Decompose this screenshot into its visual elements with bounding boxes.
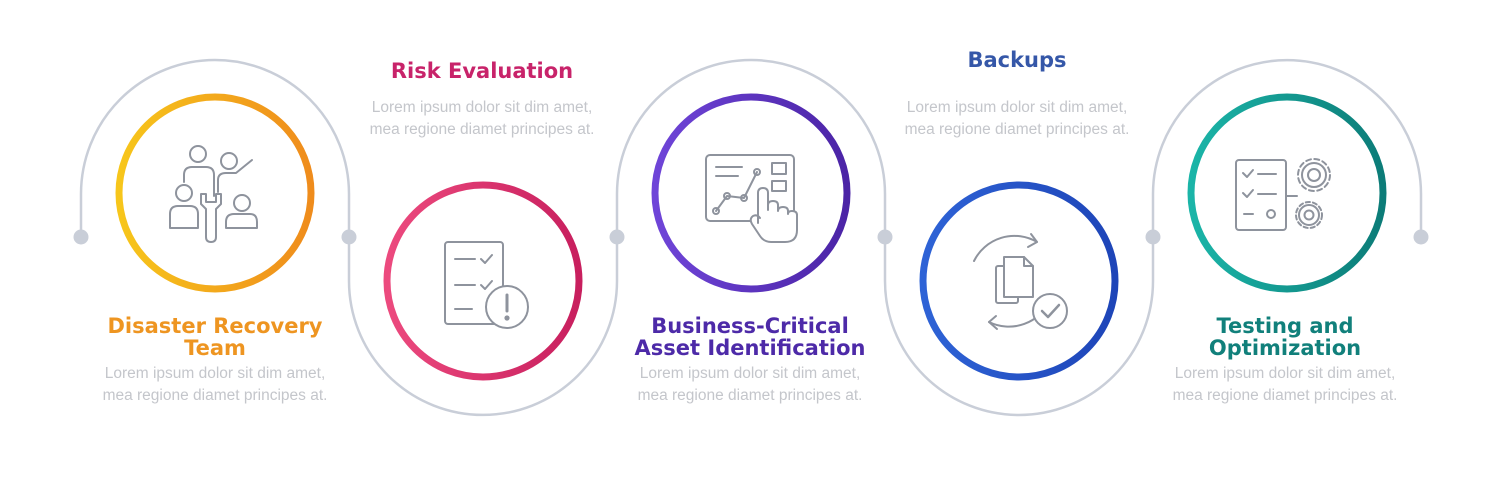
step-title-1: Disaster Recovery Team (107, 314, 323, 360)
step-title-4: Backups (967, 48, 1067, 72)
team-wrench-icon (169, 145, 258, 243)
checklist-gears-icon (1235, 158, 1331, 231)
step-desc-4: Lorem ipsum dolor sit dim amet, mea regi… (904, 99, 1130, 138)
step-desc-1: Lorem ipsum dolor sit dim amet, mea regi… (102, 365, 328, 404)
step-desc-2: Lorem ipsum dolor sit dim amet, mea regi… (369, 99, 595, 138)
step-ring-4 (919, 181, 1119, 381)
step-desc-5: Lorem ipsum dolor sit dim amet, mea regi… (1172, 365, 1398, 404)
track-dot (1145, 229, 1161, 245)
touch-dashboard-icon (705, 154, 798, 243)
track-dot (877, 229, 893, 245)
step-title-3: Business-Critical Asset Identification (634, 314, 866, 360)
step-ring-5 (1187, 93, 1387, 293)
backup-sync-icon (973, 233, 1068, 330)
track-dot (1413, 229, 1429, 245)
step-title-5: Testing and Optimization (1208, 314, 1362, 360)
step-desc-3: Lorem ipsum dolor sit dim amet, mea regi… (637, 365, 863, 404)
step-ring-2 (383, 181, 583, 381)
step-ring-3 (651, 93, 851, 293)
track-dot (73, 229, 89, 245)
step-ring-1 (115, 93, 315, 293)
track-dot (609, 229, 625, 245)
track-dot (341, 229, 357, 245)
step-title-2: Risk Evaluation (390, 59, 574, 83)
connector-track (79, 58, 1423, 417)
checklist-warning-icon (444, 241, 529, 329)
